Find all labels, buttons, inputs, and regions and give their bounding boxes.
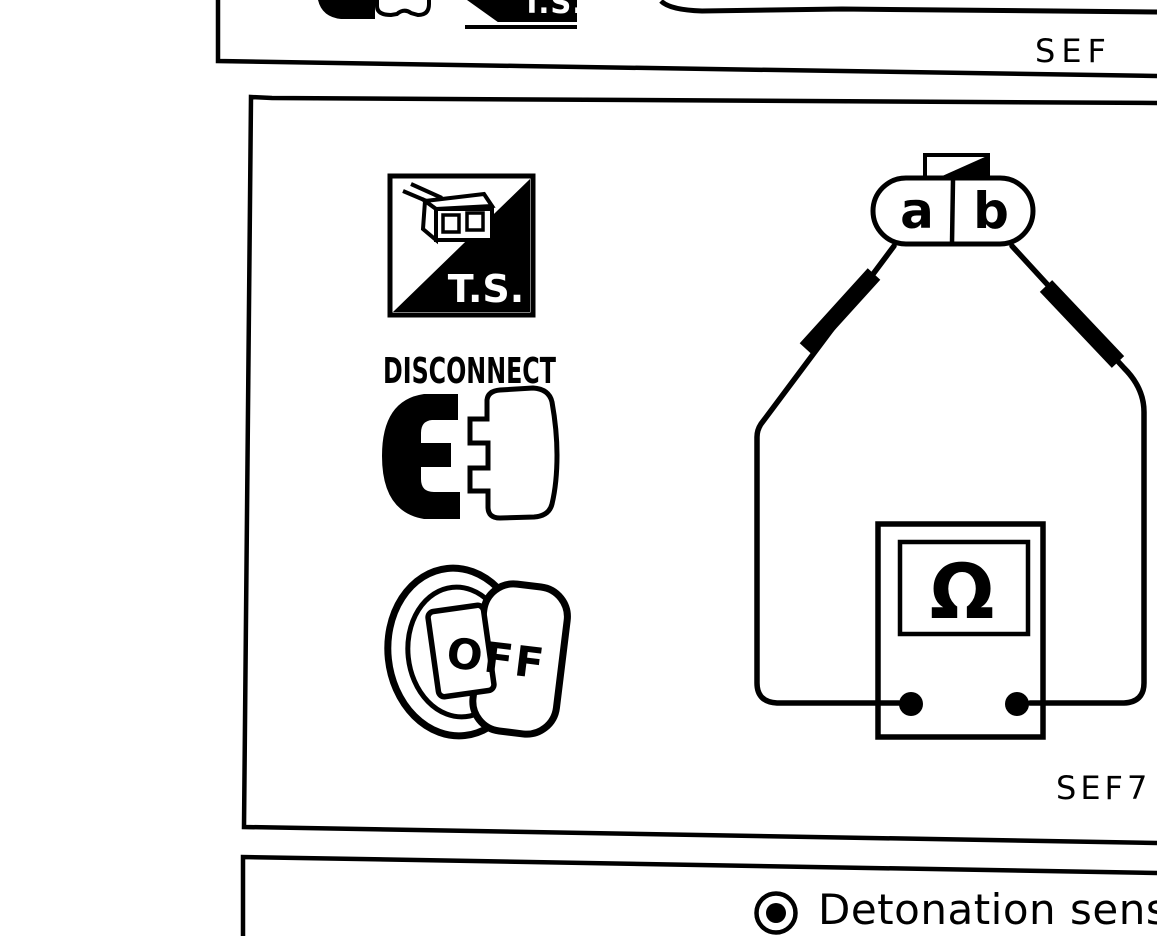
disconnect-icon-partial — [318, 0, 375, 19]
component-outline-partial — [659, 0, 1157, 15]
middle-panel-border — [241, 94, 1157, 846]
ts-connector-wire-line — [410, 182, 443, 200]
bottom-panel — [240, 854, 1157, 936]
test-circuit: Ω a b — [754, 153, 1147, 740]
ts-connector-cavity — [465, 211, 485, 232]
ignition-key-plate — [425, 602, 497, 700]
top-panel — [215, 0, 1157, 79]
plug-icon-partial — [375, 0, 431, 18]
probe-barrel-right — [1039, 280, 1125, 368]
probe-wire-left — [754, 243, 902, 706]
ts-icon-partial: T.S. — [467, 0, 577, 22]
ts-icon-partial-underline — [465, 25, 577, 29]
figure-code-middle: SEF7 — [1056, 769, 1152, 807]
disconnect-plug-half — [467, 385, 560, 521]
detonation-sensor-label: Detonation sensor — [818, 885, 1157, 934]
connector-terminal-b: b — [973, 182, 1009, 240]
connector-terminal-a: a — [900, 182, 934, 240]
middle-panel: T.S. Ω — [241, 94, 1157, 846]
ohmmeter-display — [897, 539, 1031, 637]
ohmmeter-terminal-right — [1005, 692, 1029, 716]
ts-icon: T.S. — [387, 173, 536, 318]
disconnect-socket-half — [382, 394, 460, 519]
ts-icon-label: T.S. — [448, 267, 524, 311]
top-panel-border — [215, 0, 1157, 79]
disconnect-icon — [382, 385, 560, 521]
bottom-panel-border — [240, 854, 1157, 936]
probe-wire-right — [1009, 243, 1147, 706]
ohmmeter-terminal-left — [899, 692, 923, 716]
ts-connector-cavity — [441, 213, 461, 234]
bullet-dot — [766, 903, 786, 923]
figure-code-top: SEF — [1035, 32, 1112, 70]
ts-icon-triangle — [393, 179, 530, 312]
connector-tab-keying — [940, 156, 987, 177]
probe-barrel-left — [799, 268, 881, 355]
ignition-off-icon — [384, 564, 571, 740]
ohmmeter-symbol: Ω — [930, 547, 995, 636]
connector-terminal-divider — [949, 179, 956, 244]
ts-icon-partial-label: T.S. — [522, 0, 577, 20]
disconnect-icon-label: DISCONNECT — [383, 351, 556, 392]
